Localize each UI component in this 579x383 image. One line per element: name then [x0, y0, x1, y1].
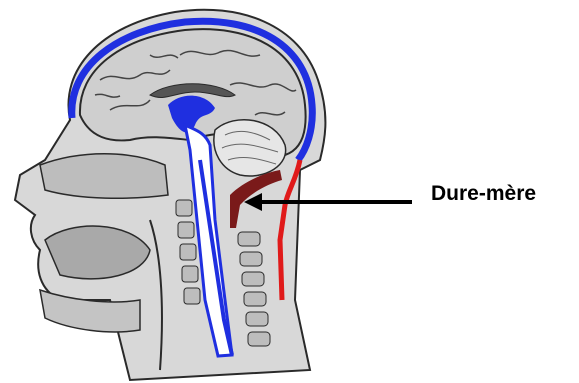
dura-mater-label: Dure-mère — [431, 182, 536, 206]
nasal-cavity — [40, 154, 168, 199]
